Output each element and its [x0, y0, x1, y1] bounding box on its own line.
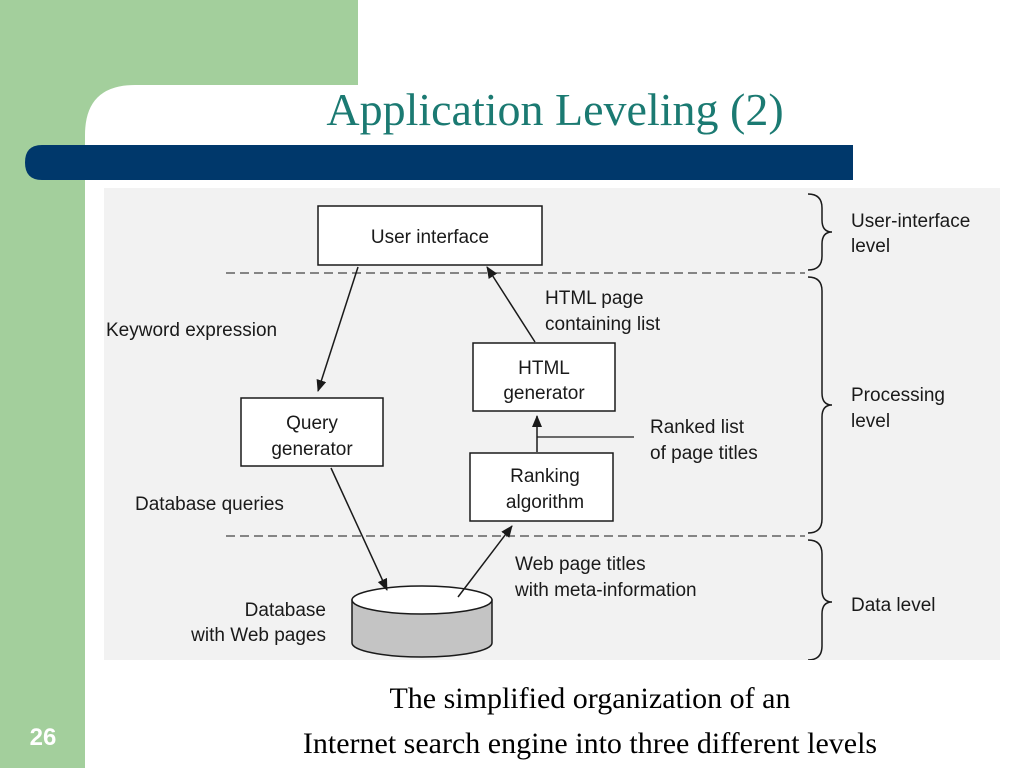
ranking-algorithm-label-1: Ranking: [510, 466, 580, 487]
web-page-titles-label-1: Web page titles: [515, 554, 646, 575]
arrow-database-to-ranking: [457, 525, 513, 598]
html-page-label-2: containing list: [545, 314, 661, 335]
ui-level-label-2: level: [851, 236, 890, 257]
slide-title: Application Leveling (2): [326, 84, 784, 135]
database-queries-label: Database queries: [135, 494, 284, 515]
arrow-query-to-database: [330, 467, 388, 591]
caption-line-1: The simplified organization of an: [389, 682, 791, 715]
arrow-ui-to-query: [316, 266, 359, 392]
ui-level-label-1: User-interface: [851, 211, 970, 232]
html-page-label-1: HTML page: [545, 288, 644, 309]
figure-caption: The simplified organization of an Intern…: [190, 676, 990, 766]
query-generator-label-2: generator: [271, 439, 353, 460]
title-bar: [25, 145, 853, 180]
html-generator-label-2: generator: [503, 383, 585, 404]
caption-line-2: Internet search engine into three differ…: [302, 727, 878, 760]
ranking-algorithm-label-2: algorithm: [506, 492, 584, 513]
query-generator-label-1: Query: [286, 413, 338, 434]
database-cylinder: [351, 585, 493, 658]
processing-level-brace: [807, 276, 833, 534]
processing-level-label-1: Processing: [851, 385, 945, 406]
ranked-list-label-2: of page titles: [650, 443, 758, 464]
data-level-label: Data level: [851, 595, 936, 616]
keyword-expression-label: Keyword expression: [106, 320, 277, 341]
html-generator-label-1: HTML: [518, 358, 570, 379]
user-interface-box: [317, 205, 543, 266]
html-generator-box: [472, 342, 616, 412]
database-label-1: Database: [245, 600, 326, 621]
data-level-brace: [807, 539, 833, 661]
user-interface-label: User interface: [371, 227, 489, 248]
processing-level-label-2: level: [851, 411, 890, 432]
search-engine-diagram: User interface Query generator HTML gene…: [106, 193, 970, 661]
database-label-2: with Web pages: [190, 625, 326, 646]
web-page-titles-label-2: with meta-information: [514, 580, 697, 601]
diagram-panel: User interface Query generator HTML gene…: [104, 188, 1000, 661]
query-generator-box: [240, 397, 384, 467]
ranked-list-label-1: Ranked list: [650, 417, 745, 438]
arrow-html-to-ui: [486, 266, 536, 343]
slide-number: 26: [29, 724, 57, 751]
ranking-algorithm-box: [469, 452, 614, 522]
ui-level-brace: [807, 193, 833, 271]
